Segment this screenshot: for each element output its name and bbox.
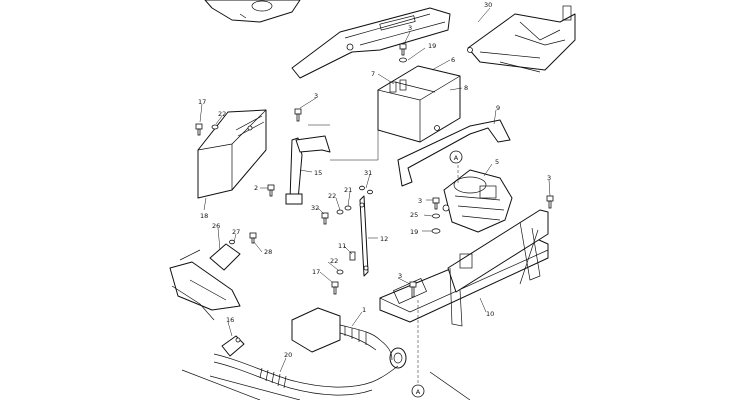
bolt-3-low [409, 281, 417, 298]
callout-1: 1 [362, 306, 366, 314]
battery-tray-10 [379, 209, 549, 327]
callout-11: 11 [338, 242, 346, 250]
top-long-bracket [291, 7, 451, 79]
cable-20 [213, 353, 399, 396]
motor-5 [442, 169, 513, 233]
callout-labels: 30 3 19 6 7 8 17 22 3 9 15 2 18 31 21 22… [198, 1, 551, 359]
ref-marker-a-top: A [449, 150, 463, 164]
washer-21 [344, 205, 352, 211]
callout-9: 9 [496, 104, 500, 112]
callout-21: 21 [344, 186, 352, 194]
bolt-28 [249, 232, 257, 244]
clamp-16 [221, 335, 245, 357]
washer-25 [432, 213, 440, 219]
callout-30: 30 [484, 1, 492, 9]
callout-19-mid: 19 [410, 228, 418, 236]
callout-7: 7 [371, 70, 375, 78]
bracket-26 [209, 243, 241, 271]
cable-1 [291, 307, 407, 369]
bolt-27 [229, 239, 235, 245]
callout-8: 8 [464, 84, 468, 92]
callout-6: 6 [451, 56, 455, 64]
pin-11 [349, 251, 356, 261]
callout-31: 31 [364, 169, 372, 177]
bracket-9 [397, 119, 511, 187]
callout-20: 20 [284, 351, 292, 359]
callout-32: 32 [311, 204, 319, 212]
callout-3-battery: 3 [418, 197, 422, 205]
callout-28: 28 [264, 248, 272, 256]
ref-a-bottom-label: A [416, 388, 421, 396]
callout-5: 5 [495, 158, 499, 166]
callout-26: 26 [212, 222, 220, 230]
bolt-32 [321, 212, 329, 225]
rod-12 [359, 195, 369, 277]
leader-lines [199, 7, 551, 373]
ref-a-top-label: A [454, 154, 459, 162]
callout-2: 2 [254, 184, 258, 192]
callout-17-low: 17 [312, 268, 320, 276]
washer-22-low [336, 269, 344, 275]
washer-19-top [399, 57, 407, 63]
bottom-left-frame [169, 249, 241, 321]
callout-10: 10 [486, 310, 494, 318]
callout-12: 12 [380, 235, 388, 243]
callout-17-top: 17 [198, 98, 206, 106]
callout-27: 27 [232, 228, 240, 236]
bolt-2 [267, 184, 275, 197]
clip-31 [359, 185, 373, 195]
washer-22-top [211, 124, 219, 130]
callout-19-top: 19 [428, 42, 436, 50]
washer-22-mid [336, 209, 344, 215]
bolt-17-low [331, 281, 339, 295]
bolt-3-top [399, 43, 407, 56]
bolt-3-right [546, 195, 554, 209]
reference-lines [308, 112, 459, 385]
cover-18 [197, 109, 267, 199]
callout-25: 25 [410, 211, 418, 219]
bolt-17-top [195, 123, 203, 136]
callout-3-right: 3 [547, 174, 551, 182]
callout-22-low: 22 [330, 257, 338, 265]
callout-22-top: 22 [218, 110, 226, 118]
battery-box [377, 65, 461, 143]
ref-marker-a-bottom: A [411, 384, 425, 398]
rod-15 [285, 108, 331, 205]
bolt-3-battery [432, 197, 440, 210]
top-right-bracket [467, 5, 576, 73]
top-cover-part [204, 0, 301, 23]
callout-3-mid: 3 [314, 92, 318, 100]
callout-3-low: 3 [398, 272, 402, 280]
callout-16: 16 [226, 316, 234, 324]
callout-3-top: 3 [408, 24, 412, 32]
callout-18: 18 [200, 212, 208, 220]
callout-22-mid: 22 [328, 192, 336, 200]
lower-floor-frame [181, 369, 471, 401]
callout-15: 15 [314, 169, 322, 177]
nut-19-mid [431, 228, 441, 234]
